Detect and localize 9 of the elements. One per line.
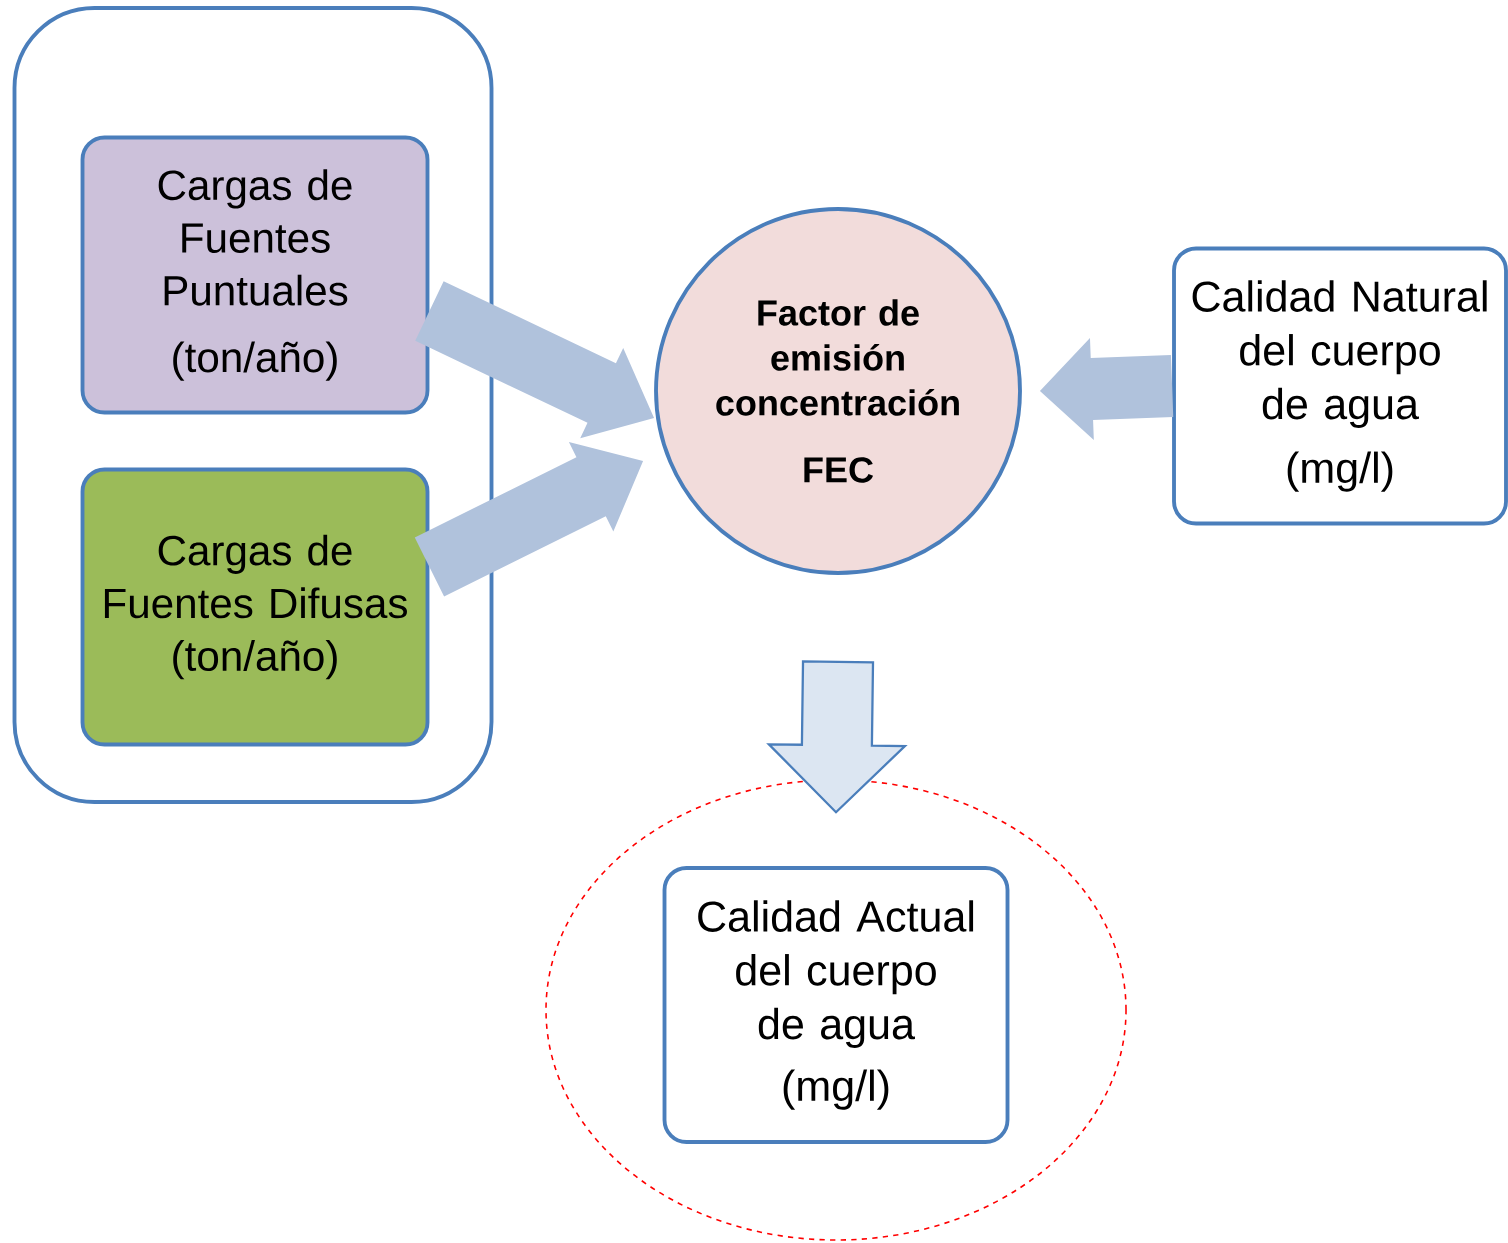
dashed-ellipse [545, 779, 1127, 1241]
block-arrow [414, 442, 644, 597]
process-box: Cargas de Fuentes Puntuales (ton/año) [80, 135, 430, 415]
block-arrow [415, 281, 655, 439]
process-box: Calidad Actual del cuerpo de agua (mg/l) [662, 866, 1010, 1144]
block-arrow [766, 660, 908, 814]
process-box: Calidad Natural del cuerpo de agua (mg/l) [1172, 246, 1508, 526]
block-arrow [1039, 338, 1174, 440]
process-box: Cargas de Fuentes Difusas (ton/año) [80, 467, 430, 747]
